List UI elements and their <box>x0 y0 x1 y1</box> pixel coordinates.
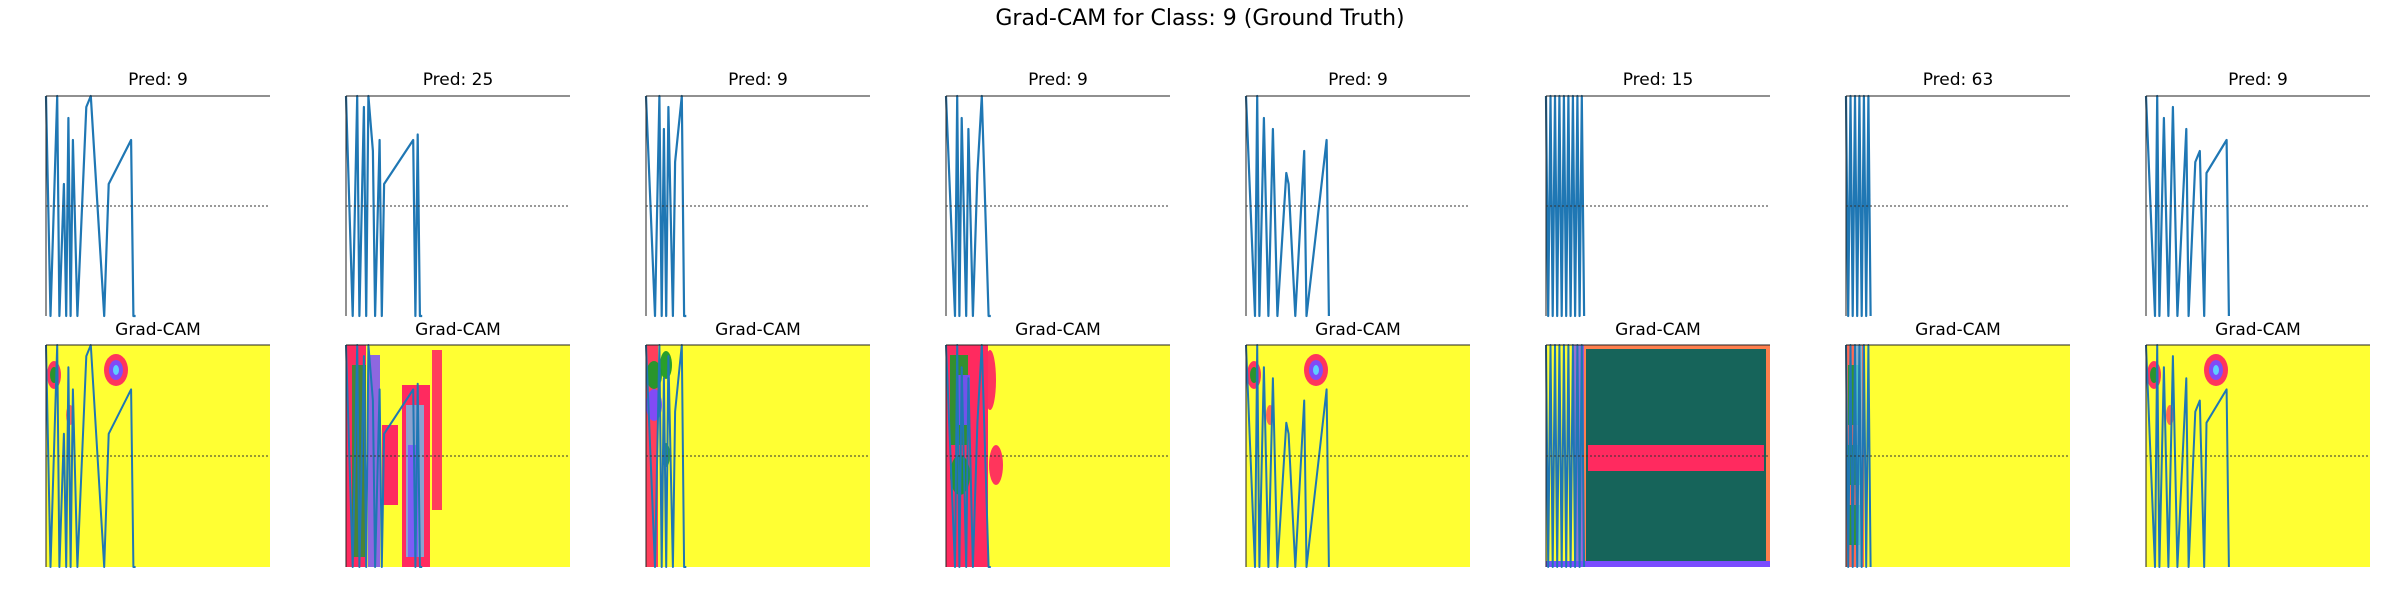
gradcam-title: Grad-CAM <box>1315 320 1401 340</box>
prediction-title: Pred: 25 <box>422 70 494 90</box>
sample-panel: Pred: 63 Grad-CAM <box>1844 0 2070 600</box>
sample-panel: Pred: 9 Grad-CAM <box>2144 0 2370 600</box>
signal-line-overlay <box>945 344 991 568</box>
gradcam-title: Grad-CAM <box>1915 320 2001 340</box>
sample-panel: Pred: 9 Grad-CAM <box>1244 0 1470 600</box>
heatmap-hotspot <box>1313 365 1319 375</box>
gradcam-heatmap <box>945 344 1170 568</box>
signal-line <box>44 94 136 318</box>
signal-line-overlay <box>345 344 423 568</box>
gradcam-heatmap <box>645 344 870 568</box>
signal-line-overlay <box>1545 344 1586 568</box>
prediction-title: Pred: 9 <box>1328 70 1388 90</box>
signal-line <box>644 94 687 318</box>
sample-panel: Pred: 15 Grad-CAM <box>1544 0 1770 600</box>
signal-plot <box>1844 94 2070 318</box>
heatmap-band <box>1588 445 1764 471</box>
signal-plot <box>1544 94 1770 318</box>
signal-line-overlay <box>645 344 687 568</box>
gradcam-title: Grad-CAM <box>115 320 201 340</box>
signal-plot <box>1244 94 1470 318</box>
gradcam-heatmap <box>45 344 270 568</box>
heatmap-column <box>432 350 442 510</box>
heatmap-hotspot <box>984 350 996 410</box>
signal-line <box>1244 94 1330 318</box>
signal-plot <box>2144 94 2370 318</box>
signal-line-overlay <box>45 344 136 568</box>
prediction-title: Pred: 63 <box>1922 70 1994 90</box>
prediction-title: Pred: 9 <box>128 70 188 90</box>
gradcam-title: Grad-CAM <box>415 320 501 340</box>
heatmap-hotspot <box>989 445 1003 485</box>
gradcam-heatmap <box>1245 344 1470 568</box>
gradcam-heatmap <box>2145 344 2370 568</box>
gradcam-heatmap <box>1545 344 1770 568</box>
prediction-title: Pred: 9 <box>728 70 788 90</box>
signal-plot <box>644 94 870 318</box>
prediction-title: Pred: 15 <box>1622 70 1694 90</box>
heatmap-edge <box>1546 561 1770 567</box>
sample-panel: Pred: 25 Grad-CAM <box>344 0 570 600</box>
heatmap-column <box>382 425 398 505</box>
gradcam-heatmap <box>345 344 570 568</box>
signal-plot <box>344 94 570 318</box>
gradcam-title: Grad-CAM <box>715 320 801 340</box>
heatmap-hotspot <box>2213 365 2219 375</box>
signal-line <box>944 94 991 318</box>
signal-plot <box>944 94 1170 318</box>
signal-line <box>1544 94 1586 318</box>
gradcam-heatmap <box>1845 344 2070 568</box>
gradcam-title: Grad-CAM <box>1615 320 1701 340</box>
gradcam-title: Grad-CAM <box>1015 320 1101 340</box>
signal-line-overlay <box>1245 344 1330 568</box>
heatmap-hotspot <box>113 365 119 375</box>
sample-panel: Pred: 9 Grad-CAM <box>644 0 870 600</box>
sample-panel: Pred: 9 Grad-CAM <box>944 0 1170 600</box>
sample-panel: Pred: 9 Grad-CAM <box>44 0 270 600</box>
heatmap-column <box>408 445 418 557</box>
signal-plot <box>44 94 270 318</box>
signal-line <box>344 94 423 318</box>
heatmap-hotspot <box>2166 405 2174 425</box>
prediction-title: Pred: 9 <box>1028 70 1088 90</box>
gradcam-title: Grad-CAM <box>2215 320 2301 340</box>
figure-title: Grad-CAM for Class: 9 (Ground Truth) <box>995 6 1405 31</box>
heatmap-hotspot <box>660 351 672 379</box>
prediction-title: Pred: 9 <box>2228 70 2288 90</box>
